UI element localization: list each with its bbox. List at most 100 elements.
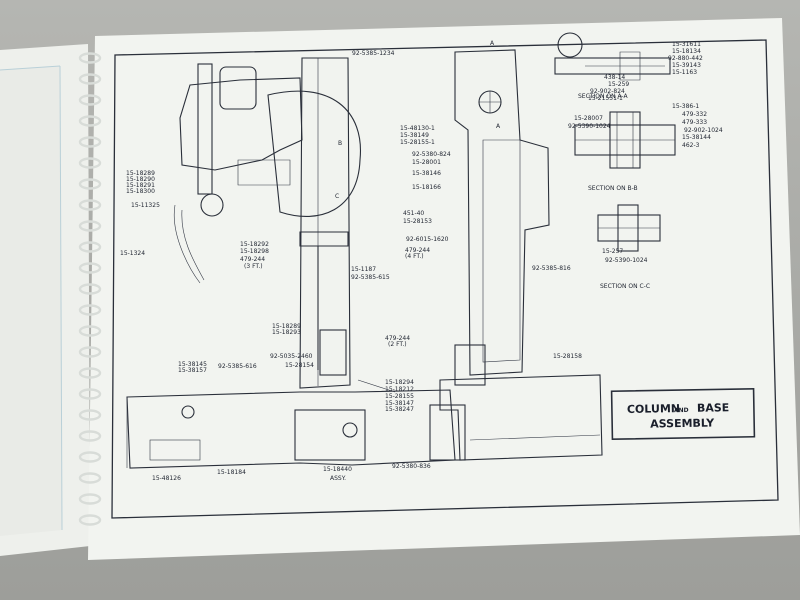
- right-callout: 15-257: [602, 248, 623, 255]
- left-callout: 15-38157: [178, 367, 207, 374]
- left-callout: ASSY.: [330, 475, 346, 482]
- right-callout: 15-38144: [682, 134, 711, 141]
- left-callout: 15-18289: [272, 323, 301, 330]
- left-callout: 15-28155: [385, 393, 414, 400]
- binding-ring: [78, 94, 102, 106]
- spiral-binding: [78, 52, 102, 526]
- section-c-c-drawing: [597, 204, 661, 252]
- binding-ring: [78, 136, 102, 148]
- left-callout: (4 FT.): [405, 253, 424, 260]
- binding-ring: [78, 325, 102, 337]
- left-callout: 15-38145: [178, 361, 207, 368]
- left-callout: 92-6015-1620: [406, 236, 449, 243]
- binding-ring: [78, 367, 102, 379]
- section-c-caption: SECTION ON C-C: [600, 283, 650, 290]
- binding-ring: [78, 157, 102, 169]
- section-b-caption: SECTION ON B-B: [588, 185, 638, 192]
- right-callout: 479-333: [682, 119, 707, 126]
- left-callout: 15-38147: [385, 400, 414, 407]
- left-callout: 451-40: [403, 210, 424, 217]
- left-callout: 15-18293: [272, 329, 301, 336]
- binding-ring: [78, 241, 102, 253]
- binding-ring: [78, 115, 102, 127]
- right-callout: 15-31611: [672, 41, 701, 48]
- left-callout: 15-18289: [126, 170, 155, 177]
- left-callout: 479-244: [405, 247, 430, 254]
- left-callout: 15-18166: [412, 184, 441, 191]
- right-callout: 15-386-1: [672, 103, 699, 110]
- left-callout: 15-18300: [126, 188, 155, 195]
- left-callout: 15-18290: [126, 176, 155, 183]
- left-callout: 15-38149: [400, 132, 429, 139]
- binding-ring: [78, 262, 102, 274]
- right-callout: 479-332: [682, 111, 707, 118]
- binding-ring: [78, 220, 102, 232]
- left-cover-page: [0, 44, 90, 556]
- section-a-a-drawing: [554, 32, 671, 81]
- right-callout: 92-5390-1024: [605, 257, 648, 264]
- left-callout: 92-5380-824: [412, 151, 451, 158]
- title-line1-and: AND: [674, 407, 689, 414]
- binding-ring: [78, 283, 102, 295]
- right-callout: 15-18134: [672, 48, 701, 55]
- diagram-page: [88, 18, 800, 560]
- right-callout: 15-28158: [553, 353, 582, 360]
- title-line2: ASSEMBLY: [650, 416, 715, 430]
- right-callout: 92-5390-1024: [568, 123, 611, 130]
- left-callout: 15-28001: [412, 159, 441, 166]
- binding-ring: [78, 514, 102, 526]
- right-callout: 15-259: [608, 81, 629, 88]
- left-callout: 479-244: [385, 335, 410, 342]
- left-callout: 479-244: [240, 256, 265, 263]
- binding-ring: [78, 493, 102, 505]
- right-callout: 92-5385-816: [532, 265, 571, 272]
- title-line1-a: COLUMN: [627, 402, 680, 416]
- marker-a-bottom: A: [496, 123, 501, 130]
- binding-ring: [78, 472, 102, 484]
- binding-ring: [78, 52, 102, 64]
- binding-ring: [78, 73, 102, 85]
- right-callout: 462-3: [682, 142, 700, 149]
- binding-ring: [78, 388, 102, 400]
- left-callout: 15-18291: [126, 182, 155, 189]
- left-callout: 92-5380-836: [392, 463, 431, 470]
- left-callout: 15-18212: [385, 386, 414, 393]
- title-block: [610, 387, 756, 441]
- right-callout: 15-28007: [574, 115, 603, 122]
- left-callout: 15-38146: [412, 170, 441, 177]
- binding-ring: [78, 430, 102, 442]
- side-elevation-drawing: [126, 57, 456, 469]
- left-callout: (2 FT.): [388, 341, 407, 348]
- right-callout: 92-880-442: [668, 55, 703, 62]
- title-line1-b: BASE: [697, 401, 730, 415]
- left-callout: 15-48130-1: [400, 125, 435, 132]
- binding-ring: [78, 346, 102, 358]
- left-callout: 15-1187: [351, 266, 376, 273]
- left-callout: 15-18440: [323, 466, 352, 473]
- left-callout: 15-18292: [240, 241, 269, 248]
- callouts-left: 92-5385-1234 15-48130-115-3814915-28155-1…: [120, 50, 451, 482]
- left-callout: 92-5385-616: [218, 363, 257, 370]
- marker-a-top: A: [490, 40, 495, 47]
- right-callout: 15-21551-1: [588, 95, 623, 102]
- left-callout: 92-5385-1234: [352, 50, 395, 57]
- left-callout: 15-28154: [285, 362, 314, 369]
- left-callout: 15-28155-1: [400, 139, 435, 146]
- section-b-b-drawing: [574, 111, 676, 169]
- left-callout: 15-48126: [152, 475, 181, 482]
- right-callout: 15-39143: [672, 62, 701, 69]
- binding-ring: [78, 451, 102, 463]
- left-callout: 15-38247: [385, 406, 414, 413]
- callouts-right: 92-5385-816 15-28158 15-3161115-1813492-88…: [532, 41, 723, 360]
- left-callout: 15-18184: [217, 469, 246, 476]
- left-callout: 92-5385-615: [351, 274, 390, 281]
- right-callout: 92-902-824: [590, 88, 625, 95]
- marker-c: C: [335, 193, 339, 200]
- binding-ring: [78, 178, 102, 190]
- marker-b: B: [338, 140, 342, 147]
- left-callout: 92-5035-2460: [270, 353, 313, 360]
- left-callout: 15-18294: [385, 379, 414, 386]
